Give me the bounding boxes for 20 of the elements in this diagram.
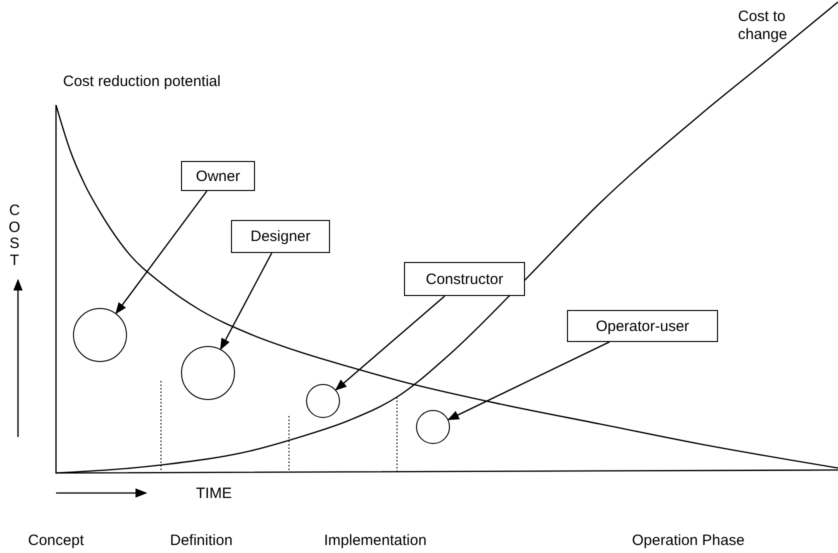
arrow — [115, 190, 208, 314]
phase-label: Definition — [170, 532, 233, 550]
axis-title: TIME — [196, 485, 232, 503]
involvement-circle — [306, 384, 340, 418]
involvement-circle — [181, 346, 235, 400]
axis-title: COST — [8, 203, 22, 269]
role-box: Constructor — [404, 262, 525, 296]
phase-label: Operation Phase — [632, 532, 745, 550]
curve-label: Cost reduction potential — [63, 73, 221, 91]
role-box: Operator-user — [567, 310, 718, 342]
involvement-circle — [416, 410, 450, 444]
role-box: Designer — [231, 220, 330, 253]
arrow — [447, 341, 610, 420]
arrow — [220, 252, 272, 350]
arrow — [335, 296, 446, 391]
phase-label: Implementation — [324, 532, 427, 550]
involvement-circle — [73, 308, 127, 362]
curve-label: Cost to change — [738, 8, 788, 44]
phase-label: Concept — [28, 532, 84, 550]
role-box: Owner — [181, 161, 255, 191]
